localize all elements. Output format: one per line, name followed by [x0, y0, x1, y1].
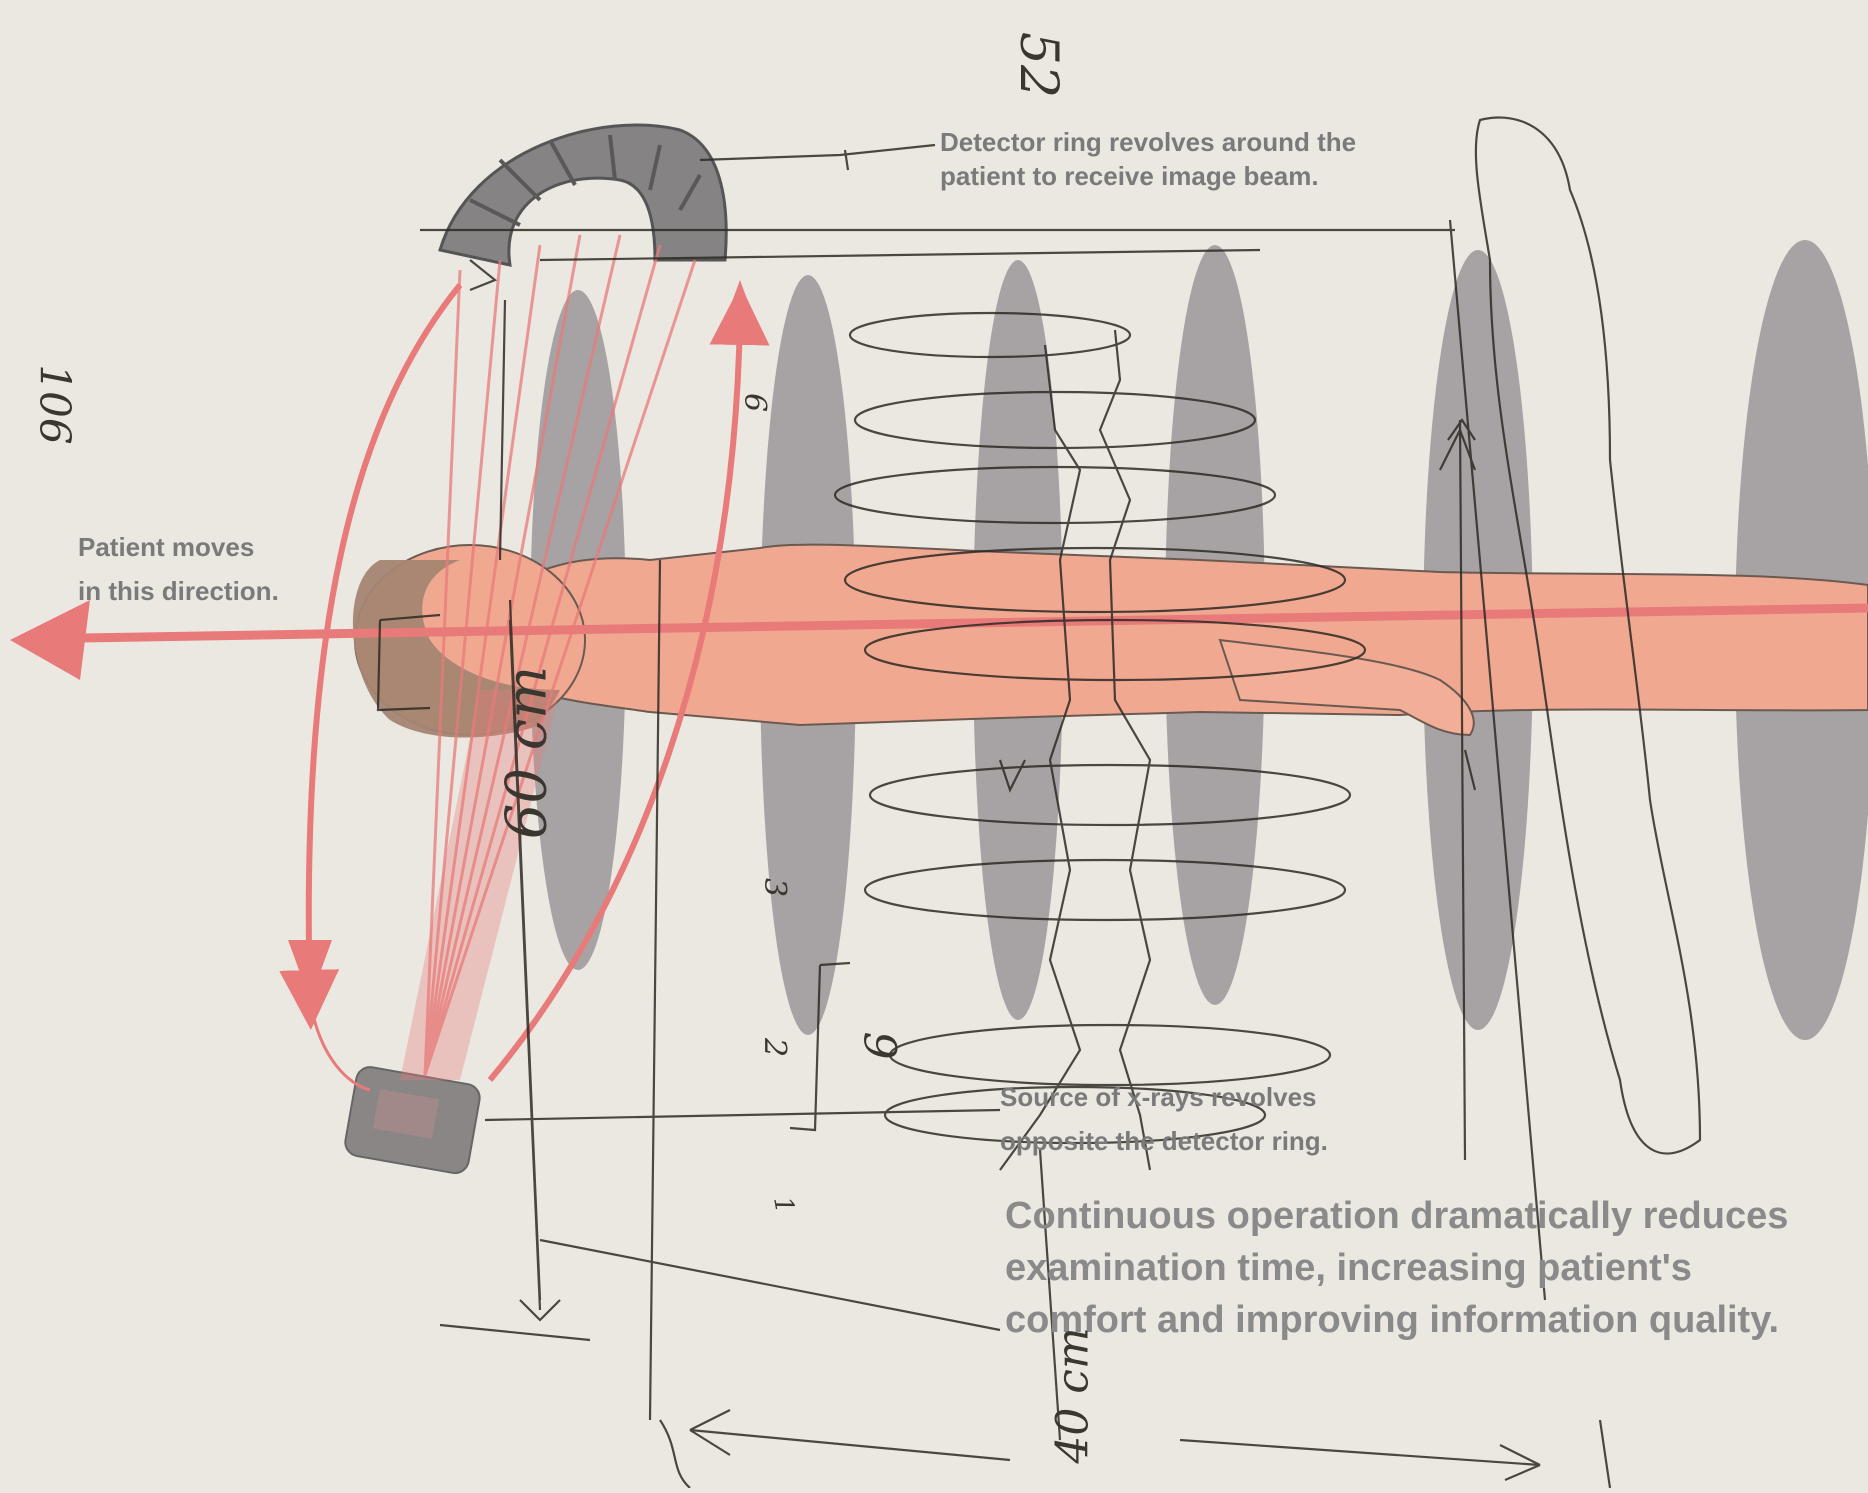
caption-line: Continuous operation dramatically reduce… — [1005, 1190, 1788, 1242]
continuous-operation-caption: Continuous operation dramatically reduce… — [1005, 1190, 1788, 1346]
patient-direction-label-line: Patient moves — [78, 525, 279, 569]
detector-ring-label: Detector ring revolves around the patien… — [940, 120, 1356, 198]
patient-direction-label-line: in this direction. — [78, 569, 279, 613]
patient-direction-label: Patient moves in this direction. — [78, 525, 279, 613]
handwritten-9: 9 — [854, 1032, 905, 1060]
handwritten-6: 6 — [737, 393, 772, 412]
handwritten-3: 3 — [757, 878, 792, 897]
handwritten-106: 106 — [31, 364, 80, 444]
xray-source-label-line: opposite the detector ring. — [1000, 1119, 1328, 1163]
handwritten-52: 52 — [1008, 32, 1068, 98]
caption-line: examination time, increasing patient's — [1005, 1242, 1788, 1294]
detector-ring-label-line: patient to receive image beam. — [940, 154, 1356, 198]
xray-source-label-line: Source of x-rays revolves — [1000, 1075, 1328, 1119]
xray-source-label: Source of x-rays revolves opposite the d… — [1000, 1075, 1328, 1163]
handwritten-40cm: 40 cm — [1048, 1327, 1099, 1463]
handwritten-60cm: 60 cm — [494, 666, 559, 840]
patient-body — [520, 545, 1868, 725]
handwritten-2: 2 — [757, 1038, 792, 1057]
xray-source — [343, 1065, 482, 1175]
detector-ring — [440, 125, 726, 265]
caption-line: comfort and improving information qualit… — [1005, 1294, 1788, 1346]
